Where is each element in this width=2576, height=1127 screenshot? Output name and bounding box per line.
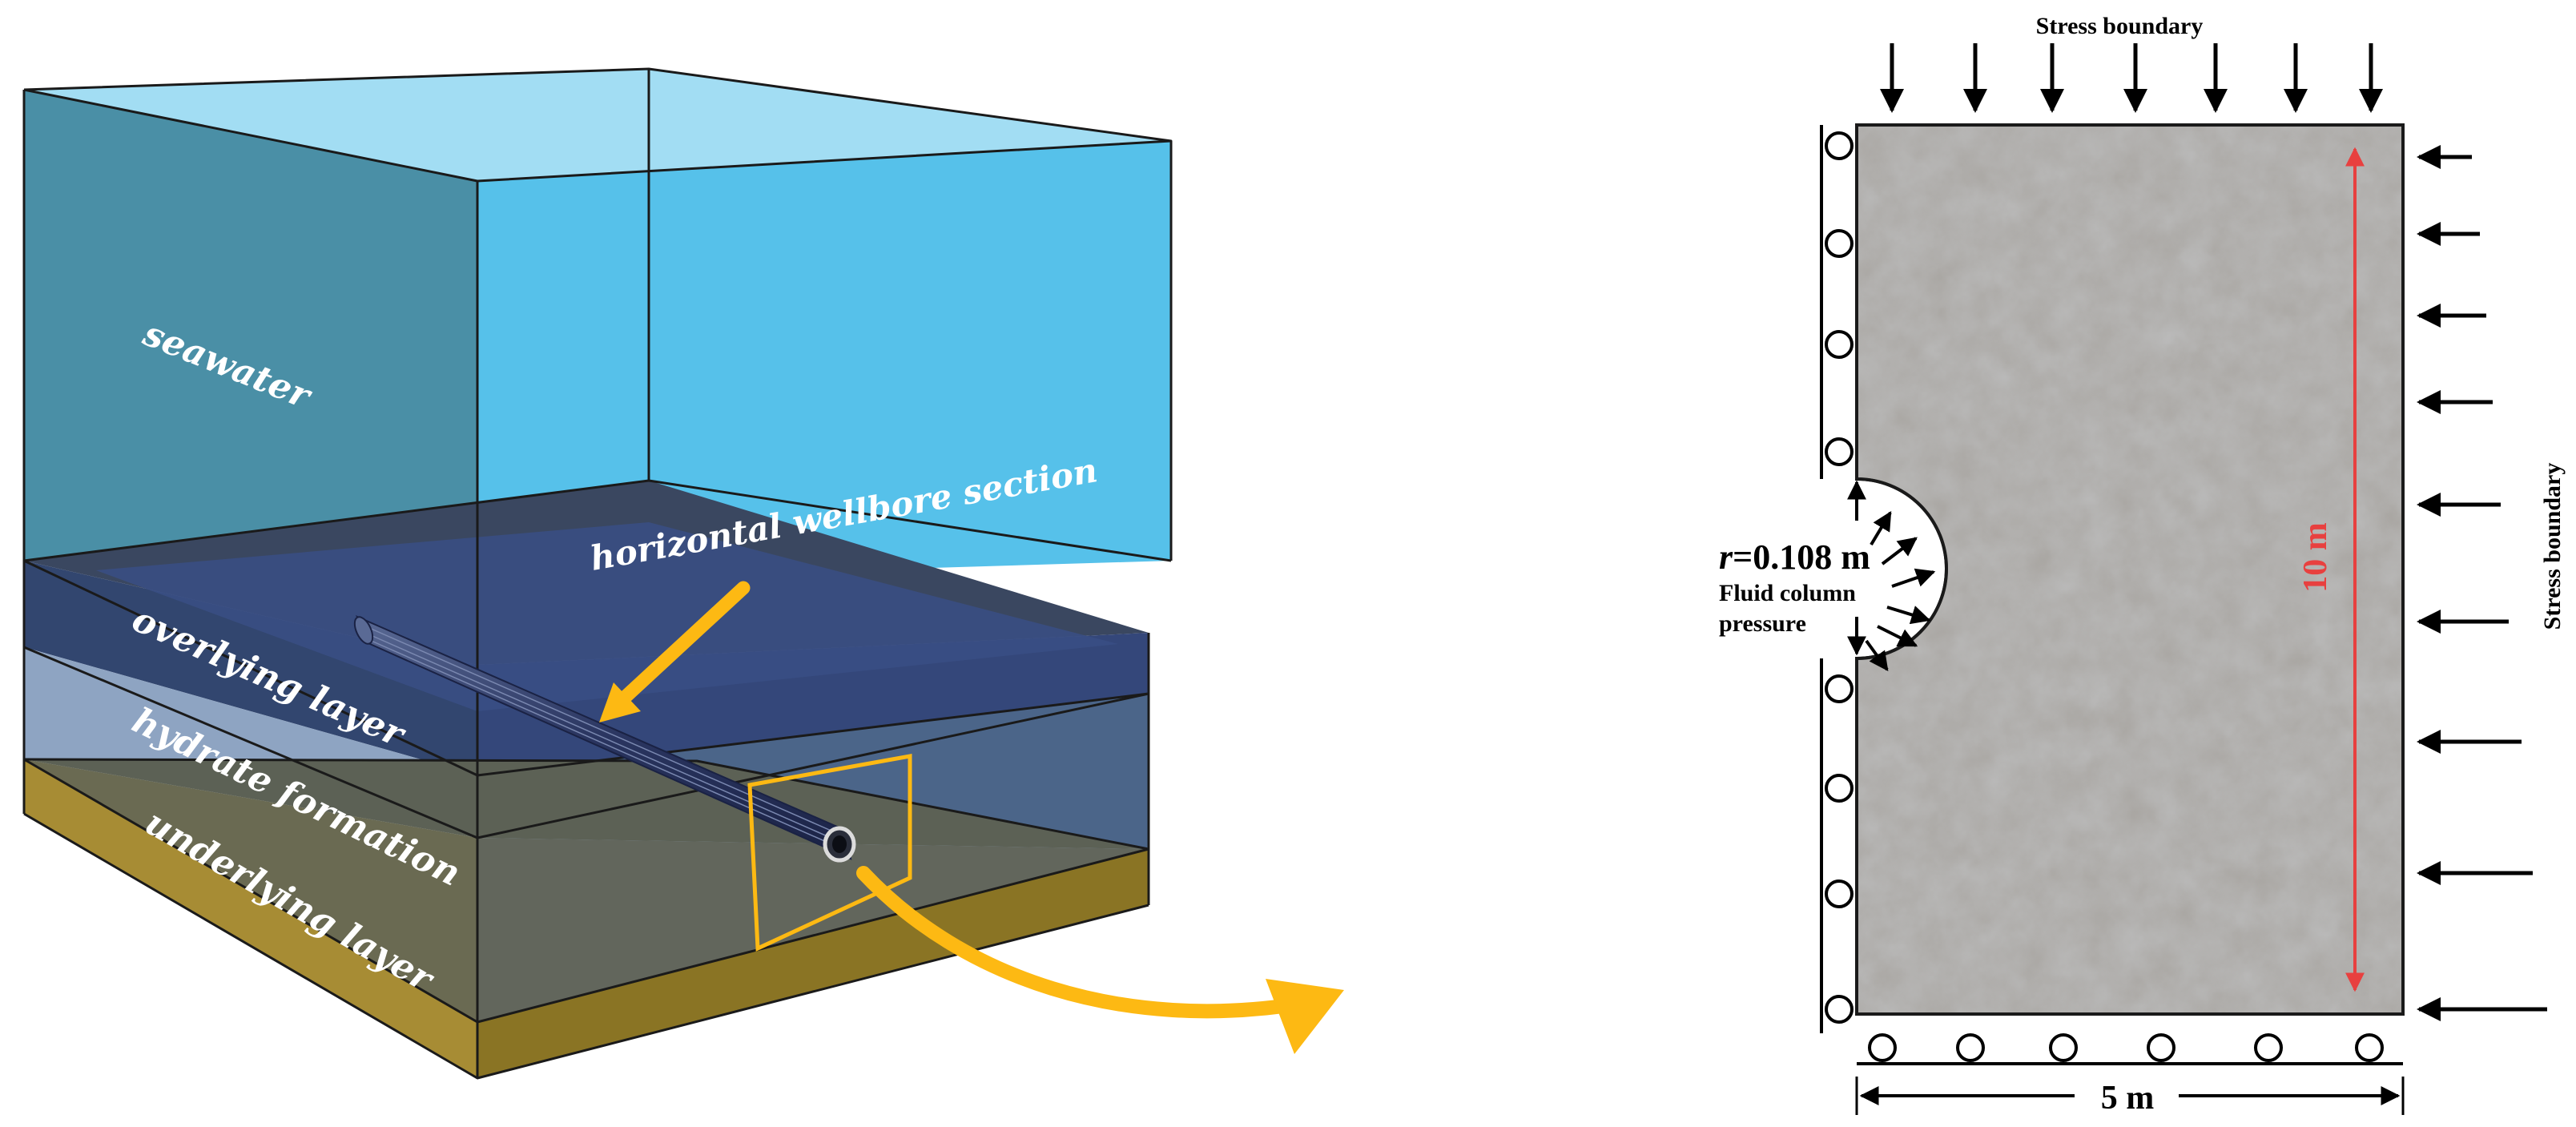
roller-bottom-4 <box>2147 1033 2176 1062</box>
radius-label: r=0.108 m <box>1719 537 1870 577</box>
roller-left-8 <box>1825 995 1854 1024</box>
model-2d: 10 m 5 m Stress boundary Stress boundary… <box>1719 13 2566 1117</box>
zoom-curved-arrow <box>856 866 1313 1019</box>
roller-left-6 <box>1825 774 1854 803</box>
roller-bottom-5 <box>2254 1033 2283 1062</box>
roller-left-3 <box>1825 330 1854 359</box>
fluid-pressure-arrows <box>1847 480 1936 671</box>
top-stress-arrows <box>1880 43 2383 113</box>
roller-left-4 <box>1825 437 1854 466</box>
roller-bottom-3 <box>2049 1033 2078 1062</box>
seawater-left-face <box>24 90 477 582</box>
block-diagram-3d: seawater horizontal wellbore section ove… <box>22 67 1344 1080</box>
right-stress-arrows <box>2417 145 2547 1021</box>
wellbore-pointer-arrow <box>610 581 751 712</box>
underlying-layer-top <box>24 759 1149 849</box>
underlying-layer-left <box>24 759 477 1078</box>
height-label: 10 m <box>2297 522 2334 593</box>
top-stress-boundary-label: Stress boundary <box>2036 13 2204 39</box>
roller-left-7 <box>1825 879 1854 908</box>
width-label: 5 m <box>2101 1080 2155 1117</box>
wellbore-pipe <box>353 615 856 863</box>
seawater-front-face <box>477 141 1171 582</box>
seawater-top-face <box>24 69 1171 181</box>
fluid-column-label-line1: Fluid column <box>1719 580 1856 606</box>
roller-bottom-6 <box>2355 1033 2384 1062</box>
roller-bottom-2 <box>1956 1033 1985 1062</box>
hydrate-block-front <box>477 838 1149 1022</box>
fluid-column-label-line2: pressure <box>1719 610 1806 637</box>
roller-left-2 <box>1825 229 1854 258</box>
underlying-layer-front <box>477 849 1149 1078</box>
roller-left-1 <box>1825 131 1854 160</box>
selection-box <box>747 754 912 952</box>
roller-left-5 <box>1825 674 1854 703</box>
roller-bottom-1 <box>1868 1033 1897 1062</box>
right-stress-boundary-label: Stress boundary <box>2539 463 2566 630</box>
overlying-inner-plate <box>96 522 1118 711</box>
